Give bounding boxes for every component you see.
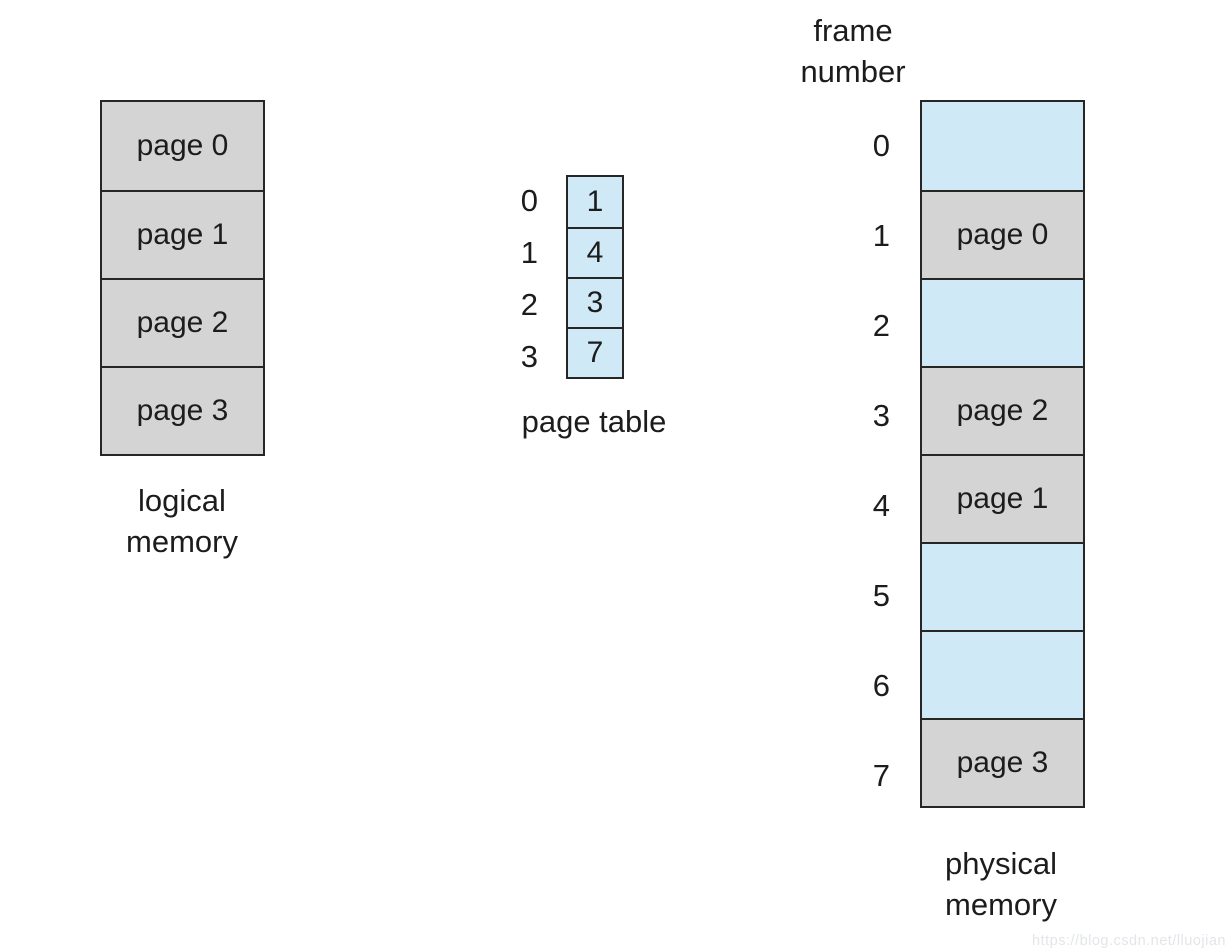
page-table-entry-1: 4 (568, 227, 622, 277)
logical-memory-cell-page0: page 0 (102, 102, 263, 190)
logical-memory-label-line2: memory (126, 524, 238, 559)
physical-memory-frame-4: page 1 (922, 454, 1083, 542)
physical-memory-frame-0 (922, 102, 1083, 190)
frame-number-1: 1 (872, 218, 890, 253)
physical-memory-label-line1: physical (945, 846, 1057, 881)
physical-memory-label-line2: memory (945, 887, 1057, 922)
frame-number-6: 6 (872, 668, 890, 703)
logical-memory-label-line1: logical (138, 483, 226, 518)
frame-number-header: frame number (753, 10, 953, 92)
page-table-index-2: 2 (520, 287, 538, 322)
physical-memory-frame-7: page 3 (922, 718, 1083, 806)
frame-number-header-line1: frame (813, 13, 893, 48)
physical-memory-frame-6 (922, 630, 1083, 718)
logical-memory-label: logical memory (82, 480, 282, 562)
frame-number-2: 2 (872, 308, 890, 343)
frame-number-0: 0 (872, 128, 890, 163)
frame-number-7: 7 (872, 758, 890, 793)
page-table-entry-0: 1 (568, 177, 622, 227)
page-table-entry-2: 3 (568, 277, 622, 327)
page-table-box: 1 4 3 7 (566, 175, 624, 379)
page-table-index-3: 3 (520, 339, 538, 374)
page-table-label: page table (521, 404, 667, 439)
page-table-entry-3: 7 (568, 327, 622, 377)
page-table-index-0: 0 (520, 183, 538, 218)
frame-number-5: 5 (872, 578, 890, 613)
physical-memory-box: page 0 page 2 page 1 page 3 (920, 100, 1085, 808)
page-table-index-1: 1 (520, 235, 538, 270)
frame-number-header-line2: number (800, 54, 906, 89)
frame-number-3: 3 (872, 398, 890, 433)
page-table-indices: 0 1 2 3 (498, 175, 552, 383)
logical-memory-cell-page2: page 2 (102, 278, 263, 366)
frame-number-4: 4 (872, 488, 890, 523)
physical-memory-frame-5 (922, 542, 1083, 630)
logical-memory-cell-page3: page 3 (102, 366, 263, 454)
watermark-url: https://blog.csdn.net/lluojian (1032, 933, 1226, 949)
logical-memory-box: page 0 page 1 page 2 page 3 (100, 100, 265, 456)
physical-memory-frame-2 (922, 278, 1083, 366)
physical-memory-label: physical memory (901, 843, 1101, 925)
physical-memory-frame-1: page 0 (922, 190, 1083, 278)
logical-memory-cell-page1: page 1 (102, 190, 263, 278)
frame-numbers: 0 1 2 3 4 5 6 7 (838, 101, 902, 821)
physical-memory-frame-3: page 2 (922, 366, 1083, 454)
